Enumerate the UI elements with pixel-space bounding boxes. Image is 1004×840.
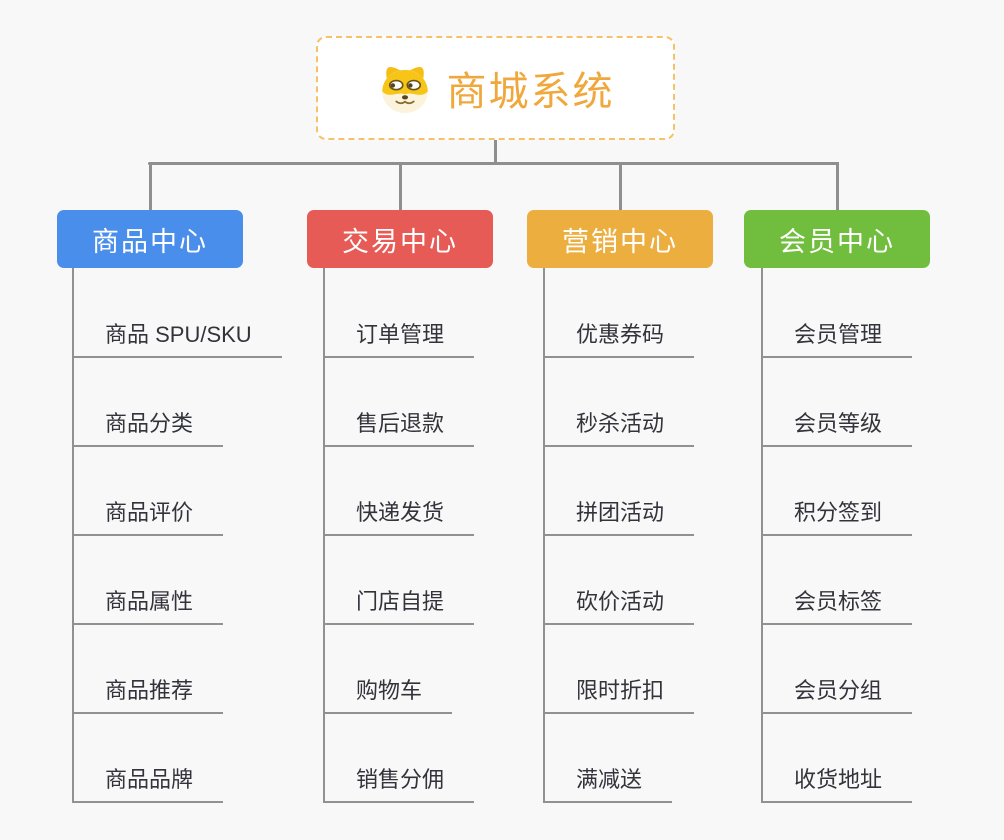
child-node[interactable]: 商品属性 [72,589,224,625]
child-node[interactable]: 商品评价 [72,500,224,536]
branch-label: 营销中心 [562,226,678,257]
child-node[interactable]: 会员管理 [761,322,913,358]
branch-connector-rail [148,162,839,165]
child-node[interactable]: 订单管理 [323,322,475,358]
branch-label: 交易中心 [342,226,458,257]
branch-node-2[interactable]: 营销中心 [527,210,713,268]
branch-node-0[interactable]: 商品中心 [57,210,243,268]
branch-node-1[interactable]: 交易中心 [307,210,493,268]
child-node[interactable]: 限时折扣 [543,678,695,714]
root-title: 商城系统 [446,70,615,114]
child-node[interactable]: 商品推荐 [72,678,224,714]
child-node[interactable]: 秒杀活动 [543,411,695,447]
branch-drop-line [398,162,402,210]
doge-icon [381,67,428,114]
child-node[interactable]: 拼团活动 [543,500,695,536]
child-node[interactable]: 优惠券码 [543,322,695,358]
child-node[interactable]: 满减送 [543,767,673,803]
child-node[interactable]: 会员等级 [761,411,913,447]
child-node[interactable]: 商品 SPU/SKU [72,322,282,358]
branch-label: 商品中心 [92,226,208,257]
child-node[interactable]: 积分签到 [761,500,913,536]
branch-drop-line [618,162,622,210]
child-node[interactable]: 销售分佣 [323,767,475,803]
child-node[interactable]: 门店自提 [323,589,475,625]
branch-drop-line [835,162,839,210]
child-node[interactable]: 购物车 [323,678,453,714]
branch-label: 会员中心 [779,226,895,257]
child-node[interactable]: 收货地址 [761,767,913,803]
child-node[interactable]: 商品品牌 [72,767,224,803]
branch-node-3[interactable]: 会员中心 [744,210,930,268]
child-node[interactable]: 快递发货 [323,500,475,536]
root-node[interactable]: 商城系统 [316,36,675,140]
child-node[interactable]: 商品分类 [72,411,224,447]
child-node[interactable]: 售后退款 [323,411,475,447]
child-node[interactable]: 会员标签 [761,589,913,625]
child-node[interactable]: 会员分组 [761,678,913,714]
child-node[interactable]: 砍价活动 [543,589,695,625]
root-connector-stub [494,140,497,165]
branch-drop-line [148,162,152,210]
